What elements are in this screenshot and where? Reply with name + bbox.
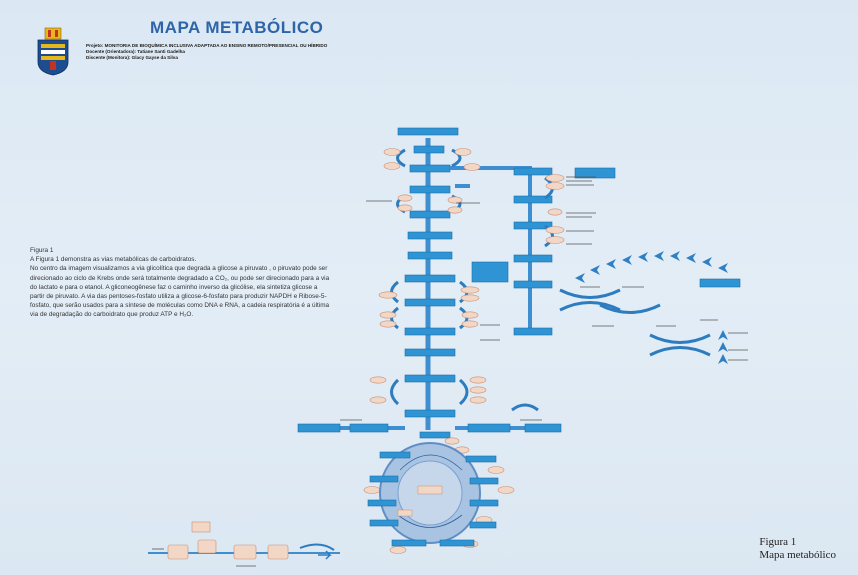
caption-line-1: Figura 1 — [759, 536, 797, 548]
student-line: Discente (Monitora): Glacy Gayse da Silv… — [86, 55, 178, 60]
glycolysis-steps — [397, 127, 459, 439]
respiratory-chain — [148, 521, 340, 560]
pentose-arcs — [544, 176, 711, 357]
project-credits: Projeto: MONITORIA DE BIOQUÍMICA INCLUSI… — [86, 43, 327, 61]
figure-caption: Figura 1 Mapa metabólico — [759, 536, 836, 562]
figure-description: Figura 1 A Figura 1 demonstra as vias me… — [30, 246, 330, 320]
project-line: Projeto: MONITORIA DE BIOQUÍMICA INCLUSI… — [86, 43, 328, 48]
krebs-cycle — [379, 442, 481, 544]
university-crest-icon — [37, 27, 69, 76]
description-paragraph-2: No centro da imagem visualizamos a via g… — [30, 265, 330, 319]
description-heading: Figura 1 — [30, 247, 54, 254]
pentose-branch — [450, 166, 532, 330]
teacher-line: Docente (Orientadora): Tatiane Santi Gad… — [86, 49, 185, 54]
description-paragraph-1: A Figura 1 demonstra as vias metabólicas… — [30, 256, 197, 264]
caption-line-2: Mapa metabólico — [759, 549, 836, 561]
chevron-arrows — [575, 251, 728, 364]
page-title: MAPA METABÓLICO — [150, 18, 324, 37]
